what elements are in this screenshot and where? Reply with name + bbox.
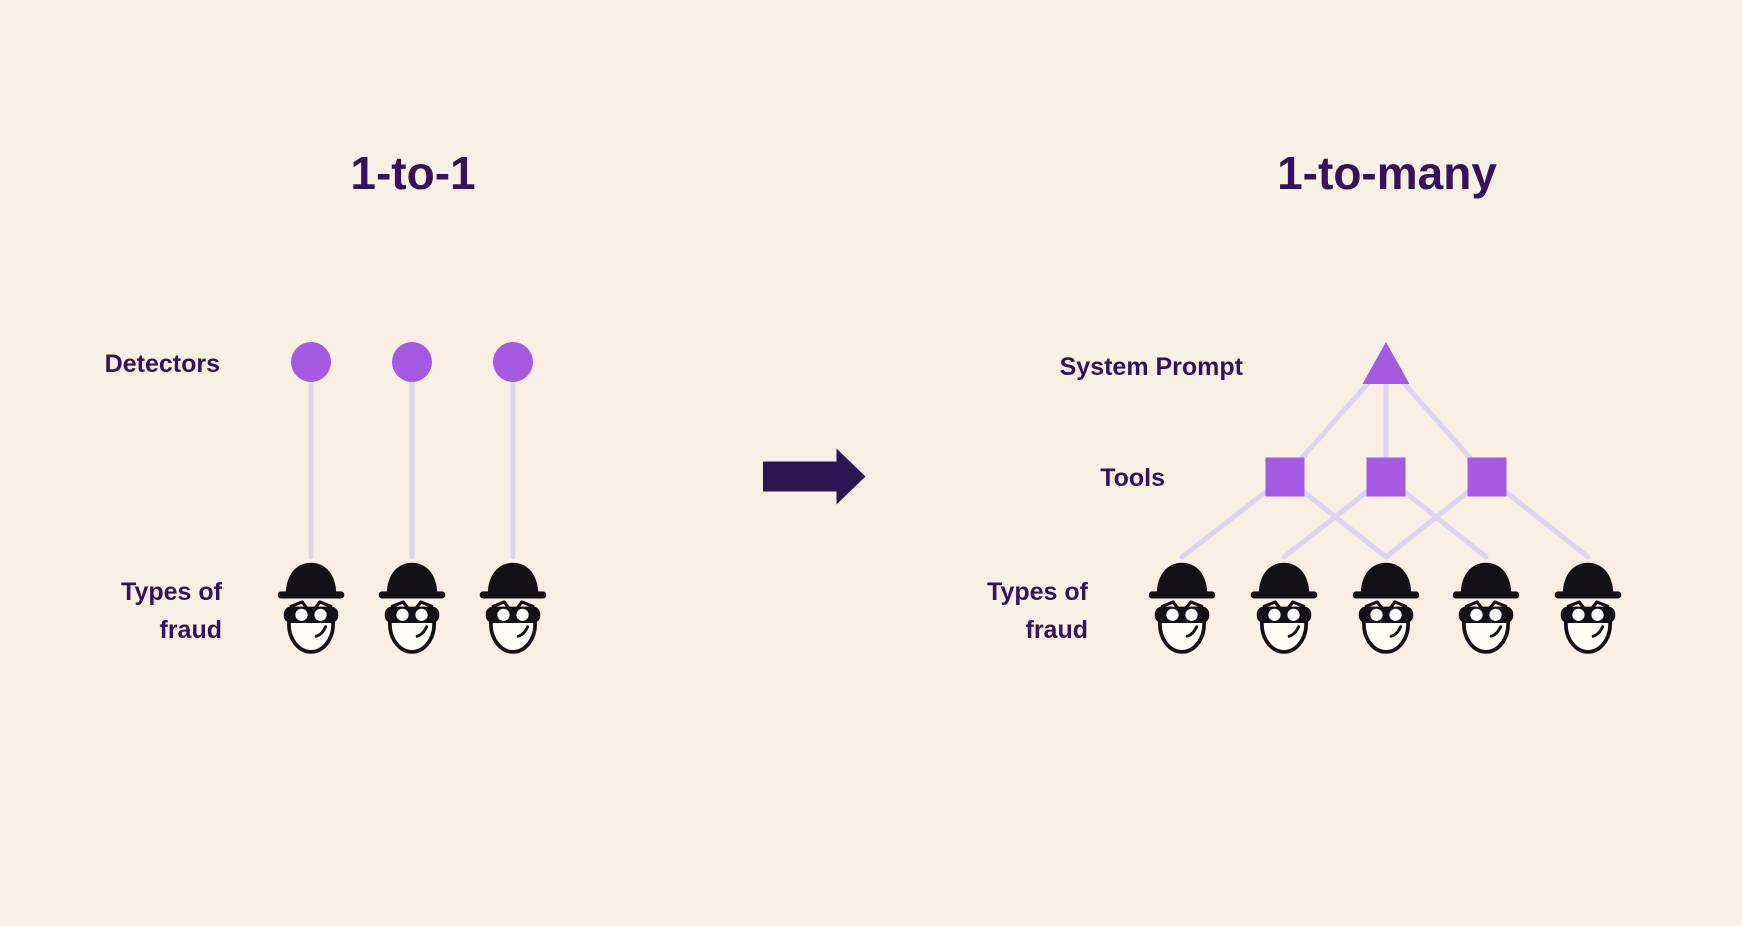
types-of-fraud-label-left-line2: fraud — [159, 616, 223, 644]
detector-node — [291, 342, 331, 382]
system-prompt-node — [1362, 342, 1410, 384]
tool-node — [1467, 457, 1507, 497]
arrow-right-icon — [763, 448, 866, 505]
detector-node — [392, 342, 432, 382]
burglar-face-icon — [378, 560, 446, 654]
types-of-fraud-label-right-line1: Types of — [987, 578, 1088, 606]
types-of-fraud-label-right-line2: fraud — [1025, 616, 1089, 644]
detectors-label: Detectors — [104, 350, 220, 378]
system-prompt-label: System Prompt — [1059, 353, 1243, 381]
detector-node — [493, 342, 533, 382]
tool-node — [1366, 457, 1406, 497]
tool-node — [1265, 457, 1305, 497]
burglar-face-icon — [1452, 560, 1520, 654]
burglar-face-icon — [1250, 560, 1318, 654]
burglar-face-icon — [479, 560, 547, 654]
burglar-face-icon — [1554, 560, 1622, 654]
left-panel-title: 1-to-1 — [350, 147, 476, 199]
types-of-fraud-label-left: Types of fraud — [0, 573, 222, 649]
types-of-fraud-label-right: Types of fraud — [850, 573, 1088, 649]
tools-label: Tools — [1100, 464, 1165, 492]
burglar-face-icon — [1352, 560, 1420, 654]
right-panel-title: 1-to-many — [1277, 147, 1497, 199]
types-of-fraud-label-left-line1: Types of — [121, 578, 222, 606]
burglar-face-icon — [277, 560, 345, 654]
burglar-face-icon — [1148, 560, 1216, 654]
